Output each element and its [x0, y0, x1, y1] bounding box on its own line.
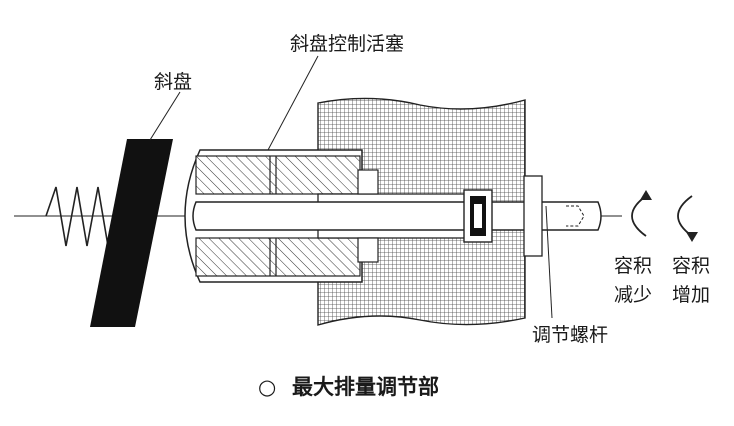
leader-control-piston	[267, 55, 319, 151]
piston-upper-wall	[195, 155, 361, 195]
label-adjust-screw: 调节螺杆	[532, 324, 608, 346]
rotation-increase-icon	[677, 195, 693, 237]
housing-slot-upper	[357, 169, 379, 195]
caption-circle-icon: ○	[258, 375, 276, 399]
label-volume-increase-line2: 增加	[672, 284, 710, 306]
rotation-decrease-icon	[631, 195, 647, 237]
housing-slot-lower	[357, 237, 379, 263]
lock-nut-seal-inner	[474, 204, 482, 228]
arrowhead	[686, 232, 698, 242]
piston-lower-wall	[195, 237, 361, 277]
label-volume-increase-line1: 容积	[672, 255, 710, 277]
adjust-screw-rod	[192, 201, 602, 231]
leader-swashplate	[149, 91, 181, 141]
label-control-piston: 斜盘控制活塞	[290, 33, 404, 55]
label-volume-decrease-line2: 减少	[614, 284, 652, 306]
swashplate	[90, 139, 173, 327]
label-swashplate: 斜盘	[154, 71, 192, 93]
caption-text: 最大排量调节部	[292, 375, 439, 399]
leader-adjust-screw	[545, 205, 553, 319]
hex-socket-icon	[566, 205, 585, 227]
spring	[45, 186, 117, 247]
screw-flange	[523, 175, 543, 257]
label-volume-decrease-line1: 容积	[614, 255, 652, 277]
arrowhead	[640, 190, 652, 200]
